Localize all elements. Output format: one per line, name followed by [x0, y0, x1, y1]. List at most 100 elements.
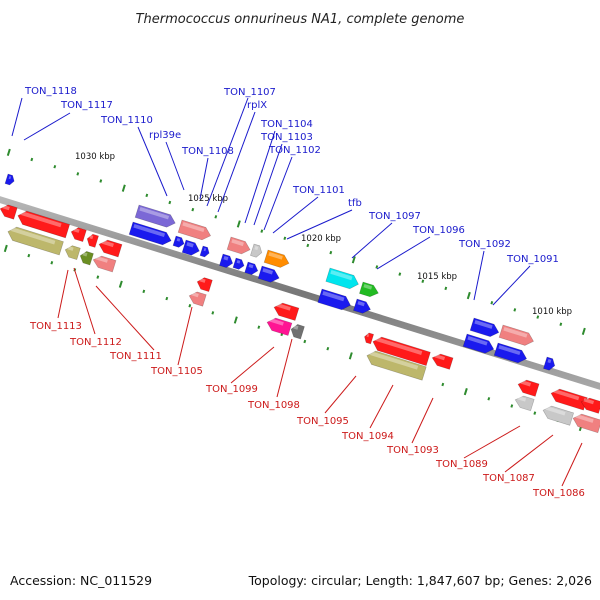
gene-label[interactable]: TON_1105 [150, 366, 203, 377]
gene-arrow[interactable] [469, 317, 501, 339]
gene-arrow-highlight [503, 327, 528, 338]
gene-arrow-highlight [8, 176, 12, 180]
gene-arrow[interactable] [579, 396, 600, 414]
gene-arrow[interactable] [498, 324, 535, 348]
gene-label[interactable]: TON_1107 [223, 87, 276, 98]
gene-arrow-highlight [366, 334, 370, 338]
gene-label[interactable]: TON_1097 [368, 211, 421, 222]
gene-arrow[interactable] [232, 257, 246, 271]
gene-label[interactable]: TON_1093 [386, 445, 439, 456]
gene-arrow[interactable] [353, 298, 372, 315]
gene-label[interactable]: TON_1111 [109, 351, 162, 362]
gene-arrow-highlight [375, 337, 423, 356]
gene-label[interactable]: TON_1086 [532, 488, 585, 499]
gene-arrow[interactable] [272, 301, 300, 321]
gene-label[interactable]: TON_1094 [341, 431, 394, 442]
tick-dot [421, 279, 425, 283]
gene-arrow[interactable] [365, 349, 427, 381]
gene-arrow[interactable] [226, 236, 252, 256]
gene-arrow[interactable] [549, 387, 588, 411]
tick-dot [490, 301, 494, 305]
gene-label[interactable]: TON_1103 [260, 132, 313, 143]
gene-label[interactable]: TON_1095 [296, 416, 349, 427]
leader-line [504, 434, 554, 473]
gene-arrow[interactable] [541, 404, 575, 426]
tick-label: 1030 kbp [75, 152, 115, 162]
gene-label[interactable]: TON_1101 [292, 185, 345, 196]
gene-arrow-highlight [191, 292, 199, 298]
gene-arrow[interactable] [363, 332, 375, 345]
gene-label[interactable]: TON_1108 [181, 146, 234, 157]
gene-arrow[interactable] [91, 254, 117, 273]
gene-label[interactable]: rpl39e [149, 130, 181, 141]
gene-label[interactable]: TON_1098 [247, 400, 300, 411]
gene-arrow[interactable] [516, 378, 540, 397]
gene-arrow[interactable] [371, 335, 431, 366]
gene-arrow[interactable] [187, 290, 207, 307]
gene-arrow[interactable] [0, 203, 18, 220]
gene-label[interactable]: TON_1112 [69, 337, 122, 348]
tick-labels: 1030 kbp 1025 kbp 1020 kbp 1015 kbp 1010… [75, 152, 572, 317]
gene-arrow[interactable] [513, 394, 535, 412]
gene-arrow[interactable] [134, 204, 177, 229]
gene-arrow[interactable] [462, 333, 496, 355]
tick-dot [257, 325, 261, 329]
gene-arrow-shape [92, 255, 117, 273]
gene-label[interactable]: TON_1113 [29, 321, 82, 332]
gene-arrow[interactable] [430, 352, 454, 370]
gene-arrow[interactable] [493, 342, 528, 365]
gene-label[interactable]: tfb [348, 198, 362, 209]
leader-line [23, 112, 71, 141]
gene-arrow[interactable] [172, 235, 186, 249]
gene-arrow-shape [188, 291, 207, 307]
gene-arrow-shape [226, 236, 251, 255]
gene-arrow[interactable] [97, 238, 123, 258]
gene-label[interactable]: TON_1117 [60, 100, 113, 111]
gene-arrow[interactable] [69, 226, 87, 242]
gene-label[interactable]: rplX [247, 100, 267, 111]
leader-line [206, 97, 249, 207]
gene-arrow-shape [134, 204, 176, 228]
gene-label[interactable]: TON_1092 [458, 239, 511, 250]
leader-line [165, 141, 185, 191]
gene-arrow[interactable] [85, 233, 99, 248]
leader-line [73, 267, 96, 335]
gene-arrow[interactable] [317, 288, 353, 312]
gene-arrow[interactable] [4, 173, 16, 186]
gene-arrow[interactable] [128, 221, 173, 247]
gene-arrow[interactable] [6, 225, 64, 256]
leader-line [272, 196, 319, 234]
leader-line [473, 250, 485, 301]
gene-label[interactable]: TON_1102 [268, 145, 321, 156]
gene-label[interactable]: TON_1104 [260, 119, 313, 130]
gene-arrow-shape [514, 395, 535, 412]
gene-arrow[interactable] [250, 243, 263, 258]
gene-arrow[interactable] [263, 249, 291, 270]
gene-label[interactable]: TON_1099 [205, 384, 258, 395]
gene-label[interactable]: TON_1110 [100, 115, 153, 126]
gene-arrow[interactable] [244, 261, 260, 276]
gene-arrow[interactable] [78, 250, 94, 266]
gene-arrow[interactable] [63, 244, 81, 260]
gene-label[interactable]: TON_1118 [24, 86, 77, 97]
gene-arrow[interactable] [195, 276, 213, 292]
gene-arrow[interactable] [199, 245, 211, 258]
gene-label[interactable]: TON_1091 [506, 254, 559, 265]
gene-arrow[interactable] [289, 323, 305, 340]
gene-arrow[interactable] [543, 356, 556, 371]
gene-arrow[interactable] [325, 267, 361, 291]
gene-arrow[interactable] [265, 316, 293, 336]
gene-label[interactable]: TON_1096 [412, 225, 465, 236]
gene-arrow-highlight [583, 398, 595, 405]
leader-line [230, 346, 275, 384]
gene-arrow[interactable] [177, 219, 212, 242]
gene-arrow[interactable] [359, 281, 380, 299]
gene-arrow[interactable] [257, 265, 281, 284]
gene-arrow[interactable] [16, 209, 71, 239]
gene-arrow-highlight [89, 235, 94, 240]
gene-arrow[interactable] [181, 239, 201, 257]
gene-label[interactable]: TON_1089 [435, 459, 488, 470]
gene-arrow[interactable] [571, 412, 600, 434]
gene-arrow[interactable] [219, 253, 234, 269]
gene-label[interactable]: TON_1087 [482, 473, 535, 484]
